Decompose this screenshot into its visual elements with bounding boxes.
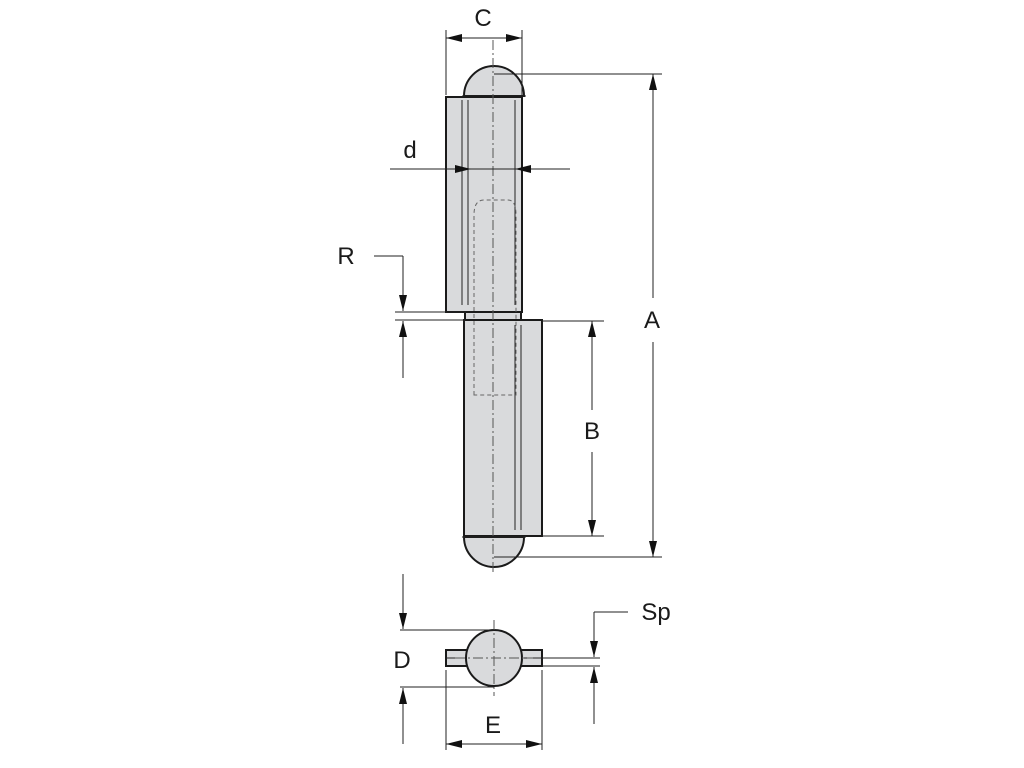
dimension-d: d xyxy=(390,137,570,173)
dimension-sp: Sp xyxy=(542,599,671,724)
label-d: d xyxy=(403,137,416,164)
dimension-b: B xyxy=(542,320,604,537)
label-a: A xyxy=(644,307,660,334)
label-c: C xyxy=(474,5,491,32)
label-sp: Sp xyxy=(641,599,670,626)
hinge-top-view xyxy=(445,620,543,696)
dimension-e: E xyxy=(445,670,543,750)
dimension-r: R xyxy=(337,243,466,378)
label-r: R xyxy=(337,243,354,270)
label-upper-d: D xyxy=(393,647,410,674)
label-b: B xyxy=(584,418,600,445)
upper-barrel xyxy=(445,96,523,313)
label-e: E xyxy=(485,712,501,739)
dimension-c: C xyxy=(445,5,523,95)
hinge-front-view xyxy=(445,40,543,572)
hidden-pin-outline xyxy=(473,199,517,396)
dimension-upper-d: D xyxy=(393,574,494,744)
bottom-dome-cap xyxy=(462,536,526,568)
dimension-a: A xyxy=(494,73,662,558)
top-dome-cap xyxy=(462,65,526,97)
lower-barrel xyxy=(463,319,543,537)
